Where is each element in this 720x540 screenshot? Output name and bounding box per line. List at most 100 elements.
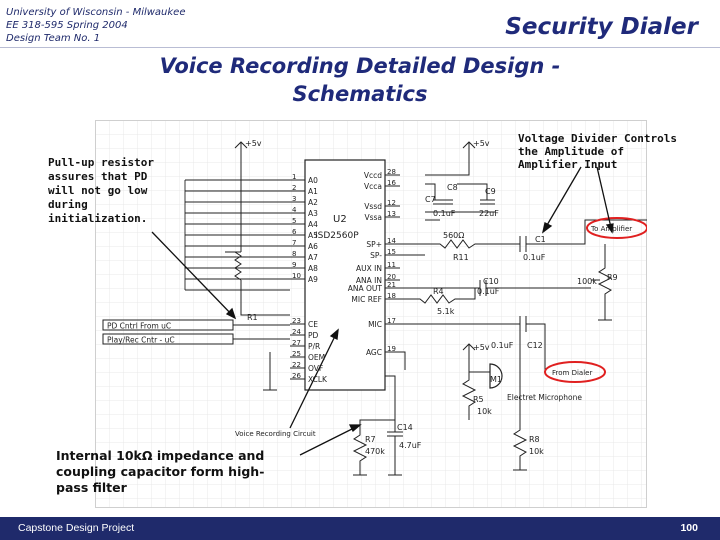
- pin-name: A9: [308, 275, 318, 284]
- header-divider: [0, 47, 720, 48]
- r1-wire: [240, 280, 290, 316]
- chip-left-pin: 5 A4: [290, 217, 318, 229]
- pin-number: 17: [387, 317, 396, 325]
- pin-number: 23: [292, 317, 301, 325]
- isd2560-chip: [304, 159, 386, 391]
- r1-label: R1: [247, 313, 258, 322]
- divider-annotation: Voltage Divider Controls the Amplitude o…: [518, 132, 718, 171]
- chip-right-pin: 13 Vssa: [364, 210, 400, 222]
- impedance-line: Internal 10kΩ impedance and: [56, 448, 265, 463]
- r9-label: R9: [607, 273, 618, 282]
- c14-label: C14: [397, 423, 413, 432]
- m1-label: M1: [490, 375, 502, 384]
- pin-name: A6: [308, 242, 318, 251]
- pullup-line: Pull-up resistor: [48, 156, 154, 169]
- impedance-line: pass filter: [56, 480, 127, 495]
- pin-name: Vssa: [364, 213, 382, 222]
- pin-name: SP-: [370, 251, 382, 260]
- pin-name: ANA OUT: [348, 284, 383, 293]
- divider-line: Voltage Divider Controls: [518, 132, 677, 145]
- pin-number: 18: [387, 292, 396, 300]
- pin-name: Vcca: [364, 182, 382, 191]
- pin-name: A5: [308, 231, 318, 240]
- c12-value: 0.1uF: [491, 341, 514, 350]
- pin-name: A0: [308, 176, 318, 185]
- r11-value: 560Ω: [443, 231, 464, 240]
- slide-title-line2: Schematics: [292, 82, 428, 106]
- r7-label: R7: [365, 435, 376, 444]
- pin-number: 5: [292, 217, 296, 225]
- pin-name: A8: [308, 264, 318, 273]
- chip-left-pin: 26 XCLK: [290, 372, 328, 384]
- pin-name: OVF: [308, 364, 323, 373]
- pin-name: XCLK: [308, 375, 328, 384]
- footer-bar: [0, 517, 720, 540]
- pin-name: A7: [308, 253, 318, 262]
- r4-label: R4: [433, 287, 444, 296]
- chip-right-pin: 11 AUX IN: [356, 261, 400, 273]
- r5-label: R5: [473, 395, 484, 404]
- pullup-annotation: Pull-up resistor assures that PD will no…: [48, 156, 168, 226]
- chip-left-pin: 9 A8: [290, 261, 318, 273]
- pin-number: 27: [292, 339, 301, 347]
- pin-number: 24: [292, 328, 301, 336]
- team-line: Design Team No. 1: [6, 33, 101, 44]
- pr-signal-label: Play/Rec Cntr - uC: [107, 336, 175, 345]
- pullup-line: assures that PD: [48, 170, 148, 183]
- pin-number: 26: [292, 372, 301, 380]
- r5-value: 10k: [477, 407, 492, 416]
- pin-number: 10: [292, 272, 301, 280]
- r8-label: R8: [529, 435, 540, 444]
- pin-number: 14: [387, 237, 396, 245]
- r4-value: 5.1k: [437, 307, 455, 316]
- schematic-image: +5v R1 PD Cntrl From uC Play/Rec Cntr - …: [95, 120, 647, 508]
- course-info: University of Wisconsin - Milwaukee EE 3…: [6, 6, 186, 45]
- speaker-path: [385, 219, 647, 256]
- chip-ref-label: U2: [333, 214, 347, 225]
- pin-number: 13: [387, 210, 396, 218]
- pullup-line: during: [48, 198, 88, 211]
- chip-left-pin: 25 OEM: [290, 350, 325, 362]
- pin-name: Vssd: [364, 202, 382, 211]
- pin-number: 11: [387, 261, 396, 269]
- c10-label: C10: [483, 277, 499, 286]
- pin-number: 28: [387, 168, 396, 176]
- pin-name: PD: [308, 331, 319, 340]
- vcc-left-label: +5v: [245, 139, 262, 148]
- r9-value: 100k: [577, 277, 597, 286]
- project-title: Security Dialer: [505, 14, 698, 40]
- r9-divider: [591, 244, 613, 321]
- pd-signal-label: PD Cntrl From uC: [107, 322, 171, 331]
- pin-name: A1: [308, 187, 318, 196]
- course-line: EE 318-595 Spring 2004: [6, 20, 128, 31]
- divider-line: Amplifier Input: [518, 158, 618, 171]
- pin-number: 6: [292, 228, 297, 236]
- r7-value: 470k: [365, 447, 385, 456]
- c7-value: 0.1uF: [433, 209, 456, 218]
- slide-title-line1: Voice Recording Detailed Design -: [159, 54, 561, 78]
- pin-number: 21: [387, 281, 396, 289]
- chip-left-pin: 6 A5: [290, 228, 318, 240]
- to-amplifier-highlight: [586, 217, 647, 239]
- pin-number: 22: [292, 361, 301, 369]
- pin-name: OEM: [308, 353, 325, 362]
- chip-left-pin: 22 OVF: [290, 361, 323, 373]
- pin-name: AUX IN: [356, 264, 382, 273]
- pin-number: 20: [387, 273, 396, 281]
- pin-number: 9: [292, 261, 296, 269]
- pin-name: A4: [308, 220, 318, 229]
- pin-number: 8: [292, 250, 296, 258]
- university-line: University of Wisconsin - Milwaukee: [6, 7, 186, 18]
- address-lines: [184, 179, 290, 291]
- pin-name: MIC REF: [351, 295, 382, 304]
- pin-number: 25: [292, 350, 301, 358]
